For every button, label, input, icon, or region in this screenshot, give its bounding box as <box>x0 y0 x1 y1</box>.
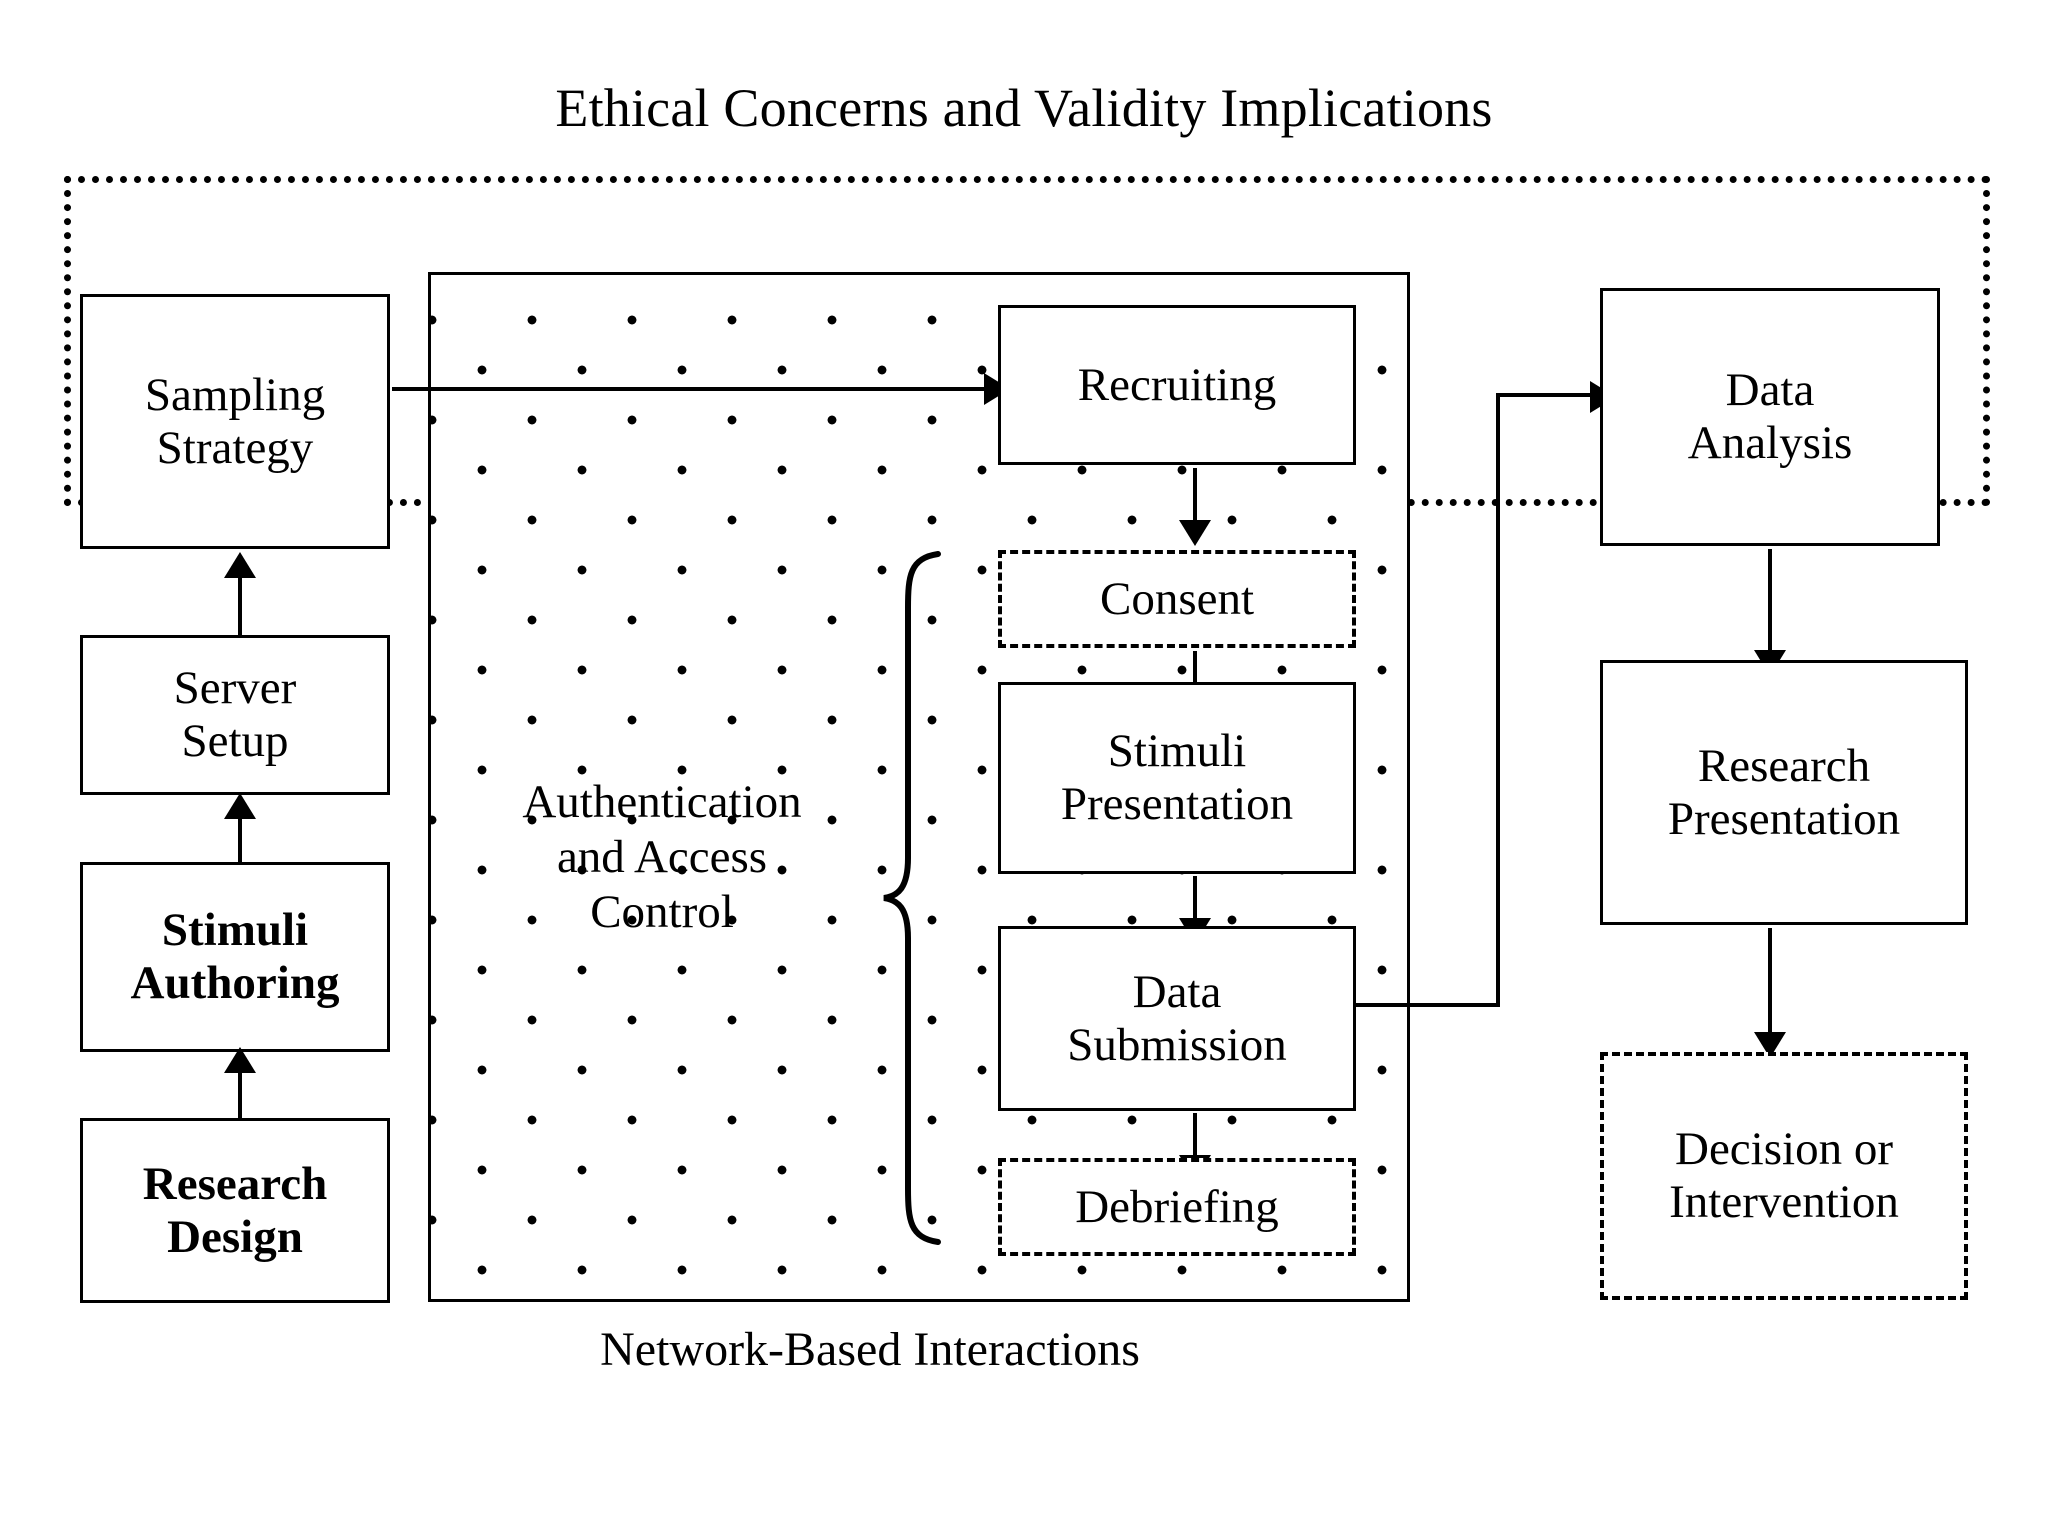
connector-submission-to-debriefing <box>1193 1113 1197 1161</box>
data-analysis-line-2: Analysis <box>1687 417 1853 469</box>
data-submission-line-1: Data <box>1132 965 1222 1018</box>
sampling-strategy-line-2: Strategy <box>156 421 314 474</box>
node-decision-or-intervention[interactable]: Decision or Intervention <box>1600 1052 1968 1300</box>
stimuli-authoring-line-2: Authoring <box>130 957 340 1009</box>
connector-submission-up <box>1496 393 1500 1007</box>
stimuli-presentation-line-2: Presentation <box>1060 778 1294 830</box>
node-recruiting[interactable]: Recruiting <box>998 305 1356 465</box>
node-research-design[interactable]: Research Design <box>80 1118 390 1303</box>
sampling-strategy-line-1: Sampling <box>144 368 326 421</box>
server-setup-line-2: Setup <box>181 715 289 767</box>
connector-submission-right <box>1356 1003 1500 1007</box>
auth-label-line-2: and Access <box>556 830 768 883</box>
decision-line-2: Intervention <box>1669 1176 1899 1228</box>
auth-label-line-1: Authentication <box>522 776 802 828</box>
node-sampling-strategy[interactable]: Sampling Strategy <box>80 294 390 549</box>
node-data-analysis[interactable]: Data Analysis <box>1600 288 1940 546</box>
auth-label-line-3: Control <box>590 885 734 938</box>
research-presentation-line-2: Presentation <box>1667 792 1901 845</box>
network-region-caption: Network-Based Interactions <box>600 1323 1140 1376</box>
connector-sampling-to-recruiting <box>392 387 990 391</box>
connector-submission-to-analysis <box>1496 393 1596 397</box>
stimuli-authoring-line-1: Stimuli <box>161 904 309 957</box>
node-debriefing[interactable]: Debriefing <box>998 1158 1356 1256</box>
node-server-setup[interactable]: Server Setup <box>80 635 390 795</box>
connector-server-to-sampling <box>238 565 242 640</box>
research-design-line-2: Design <box>167 1210 303 1263</box>
data-analysis-line-1: Data <box>1725 364 1815 417</box>
node-consent[interactable]: Consent <box>998 550 1356 648</box>
connector-analysis-to-presentation <box>1768 549 1772 654</box>
research-design-line-1: Research <box>142 1157 328 1210</box>
connector-design-to-authoring <box>238 1062 242 1120</box>
data-submission-line-2: Submission <box>1067 1018 1287 1071</box>
node-data-submission[interactable]: Data Submission <box>998 926 1356 1111</box>
connector-presentation-to-decision <box>1768 928 1772 1038</box>
connector-stimuli-to-submission <box>1193 876 1197 924</box>
node-stimuli-presentation[interactable]: Stimuli Presentation <box>998 682 1356 874</box>
connector-recruiting-to-consent <box>1193 468 1197 523</box>
research-presentation-line-1: Research <box>1697 739 1871 792</box>
connector-authoring-to-server <box>238 808 242 866</box>
connector-consent-to-stimuli <box>1193 651 1197 706</box>
node-stimuli-authoring[interactable]: Stimuli Authoring <box>80 862 390 1052</box>
grouping-brace <box>883 551 941 1245</box>
consent-label: Consent <box>1099 572 1255 625</box>
arrowhead-authoring-to-server <box>224 793 256 819</box>
arrowhead-server-to-sampling <box>224 552 256 578</box>
recruiting-label: Recruiting <box>1077 358 1277 411</box>
server-setup-line-1: Server <box>173 662 297 715</box>
arrowhead-recruiting-to-consent <box>1179 520 1211 546</box>
decision-line-1: Decision or <box>1675 1123 1893 1176</box>
debriefing-label: Debriefing <box>1075 1180 1279 1233</box>
authentication-access-control-label: Authentication and Access Control <box>452 775 872 940</box>
diagram-title: Ethical Concerns and Validity Implicatio… <box>555 78 1493 138</box>
stimuli-presentation-line-1: Stimuli <box>1107 725 1247 778</box>
arrowhead-design-to-authoring <box>224 1047 256 1073</box>
node-research-presentation[interactable]: Research Presentation <box>1600 660 1968 925</box>
